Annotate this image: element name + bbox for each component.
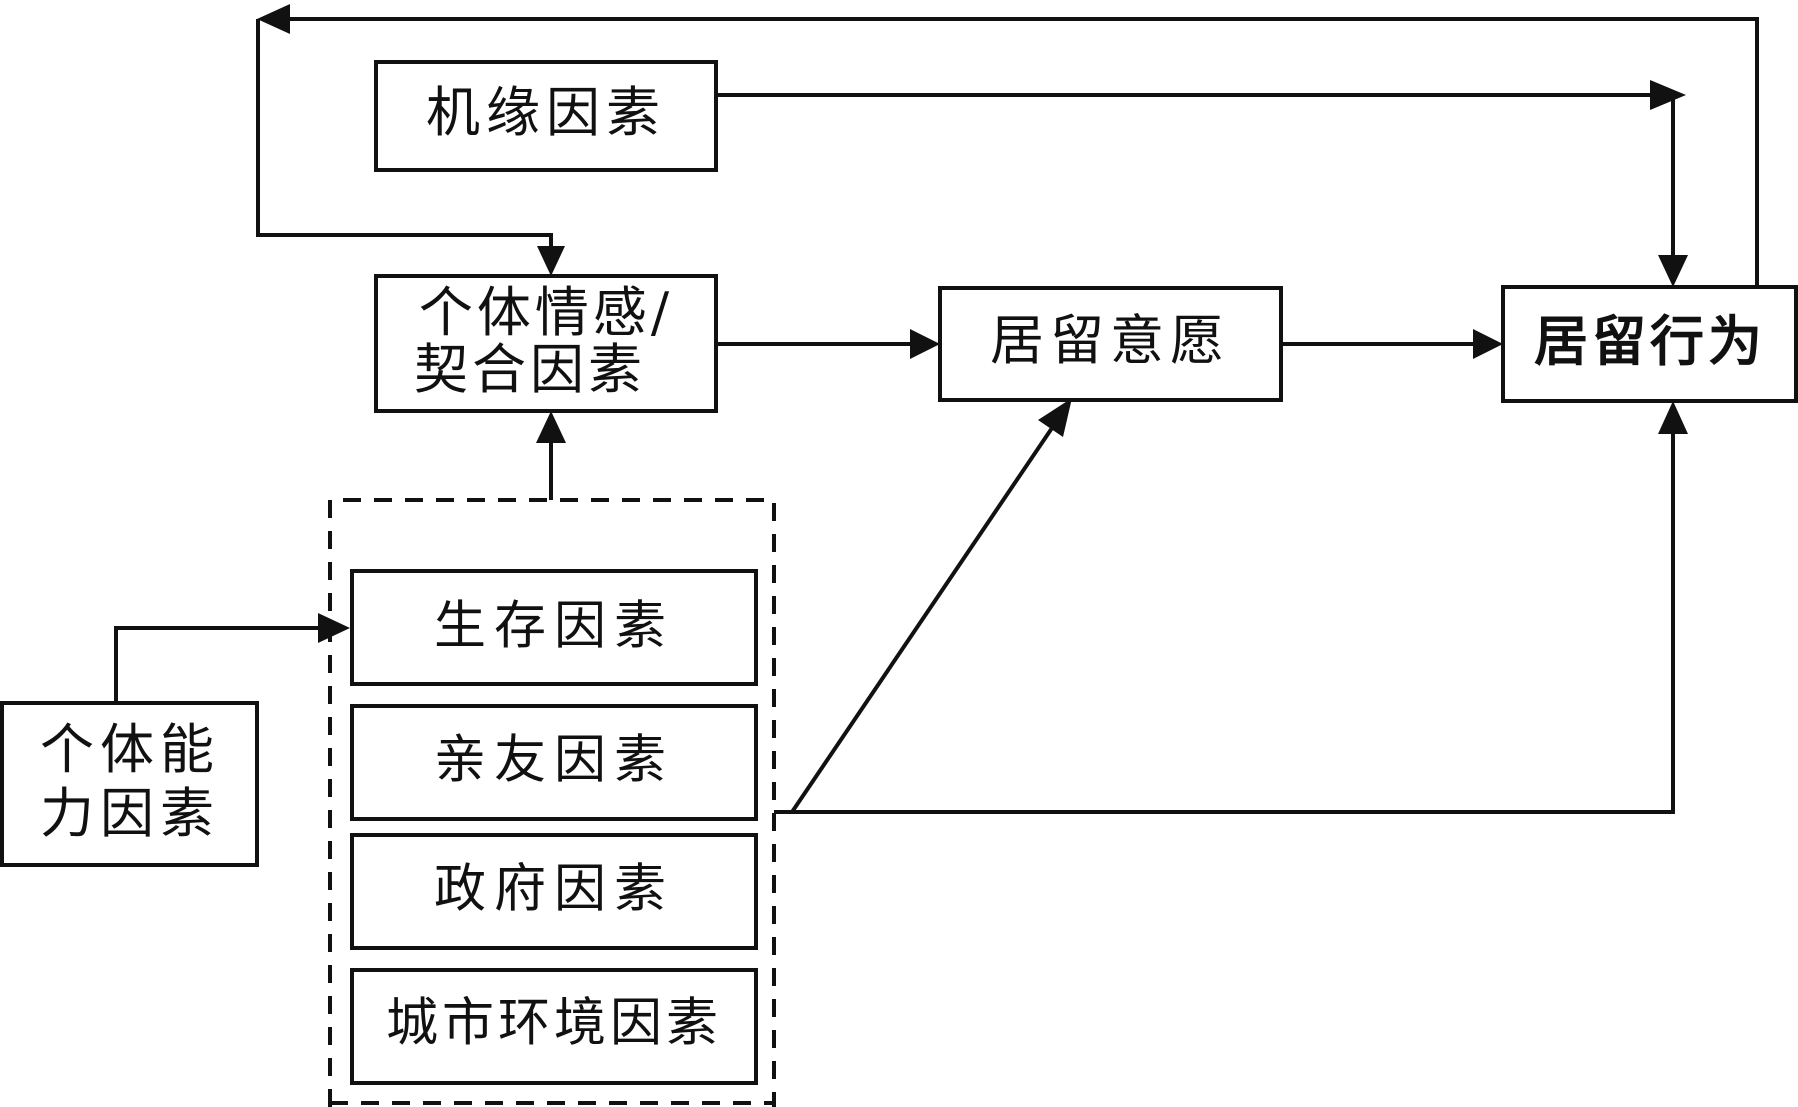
survival-factor-box: 生存因素 [350,569,758,686]
behavior-label: 居留行为 [1534,309,1766,373]
emotion-factor-box: 个体情感/ 契合因素 [374,274,718,413]
chance-factor-box: 机缘因素 [374,60,718,172]
government-factor-box: 政府因素 [350,833,758,950]
behavior-top-arrowhead [1658,255,1688,287]
urban-factor-label: 城市环境因素 [386,994,722,1054]
ability-factor-box: 个体能 力因素 [0,701,259,867]
feedback-arrowhead [257,4,290,34]
behavior-left-arrowhead [1473,329,1503,359]
intention-box: 居留意愿 [938,286,1283,402]
chance-factor-label: 机缘因素 [426,81,666,144]
ability-factor-label-line2: 力因素 [40,782,220,845]
kin-factor-label: 亲友因素 [434,731,674,791]
intention-label: 居留意愿 [990,309,1230,372]
feedback-down-line [256,19,553,250]
connectors [114,4,1759,814]
behavior-bottom-arrowhead [1658,401,1688,434]
survival-factor-label: 生存因素 [434,597,674,657]
urban-factor-box: 城市环境因素 [350,968,758,1085]
intention-arrowhead [910,329,940,359]
emotion-top-arrowhead [537,246,565,276]
kin-factor-box: 亲友因素 [350,704,758,821]
intention-bottom-arrowhead [1038,398,1072,437]
emotion-factor-label-line1: 个体情感/ [419,281,673,344]
group-to-intention-line [790,426,1054,814]
group-to-behavior-line [774,432,1675,814]
feedback-line [290,17,1759,285]
emotion-bottom-arrowhead [536,411,566,443]
behavior-box: 居留行为 [1501,285,1798,403]
ability-factor-label-line1: 个体能 [40,718,220,781]
group-left-arrowhead [318,613,350,643]
chance-right-arrowhead [1650,80,1686,110]
emotion-factor-label-line2: 契合因素 [414,338,646,401]
government-factor-label: 政府因素 [434,860,674,920]
ability-to-group-line [114,626,320,703]
